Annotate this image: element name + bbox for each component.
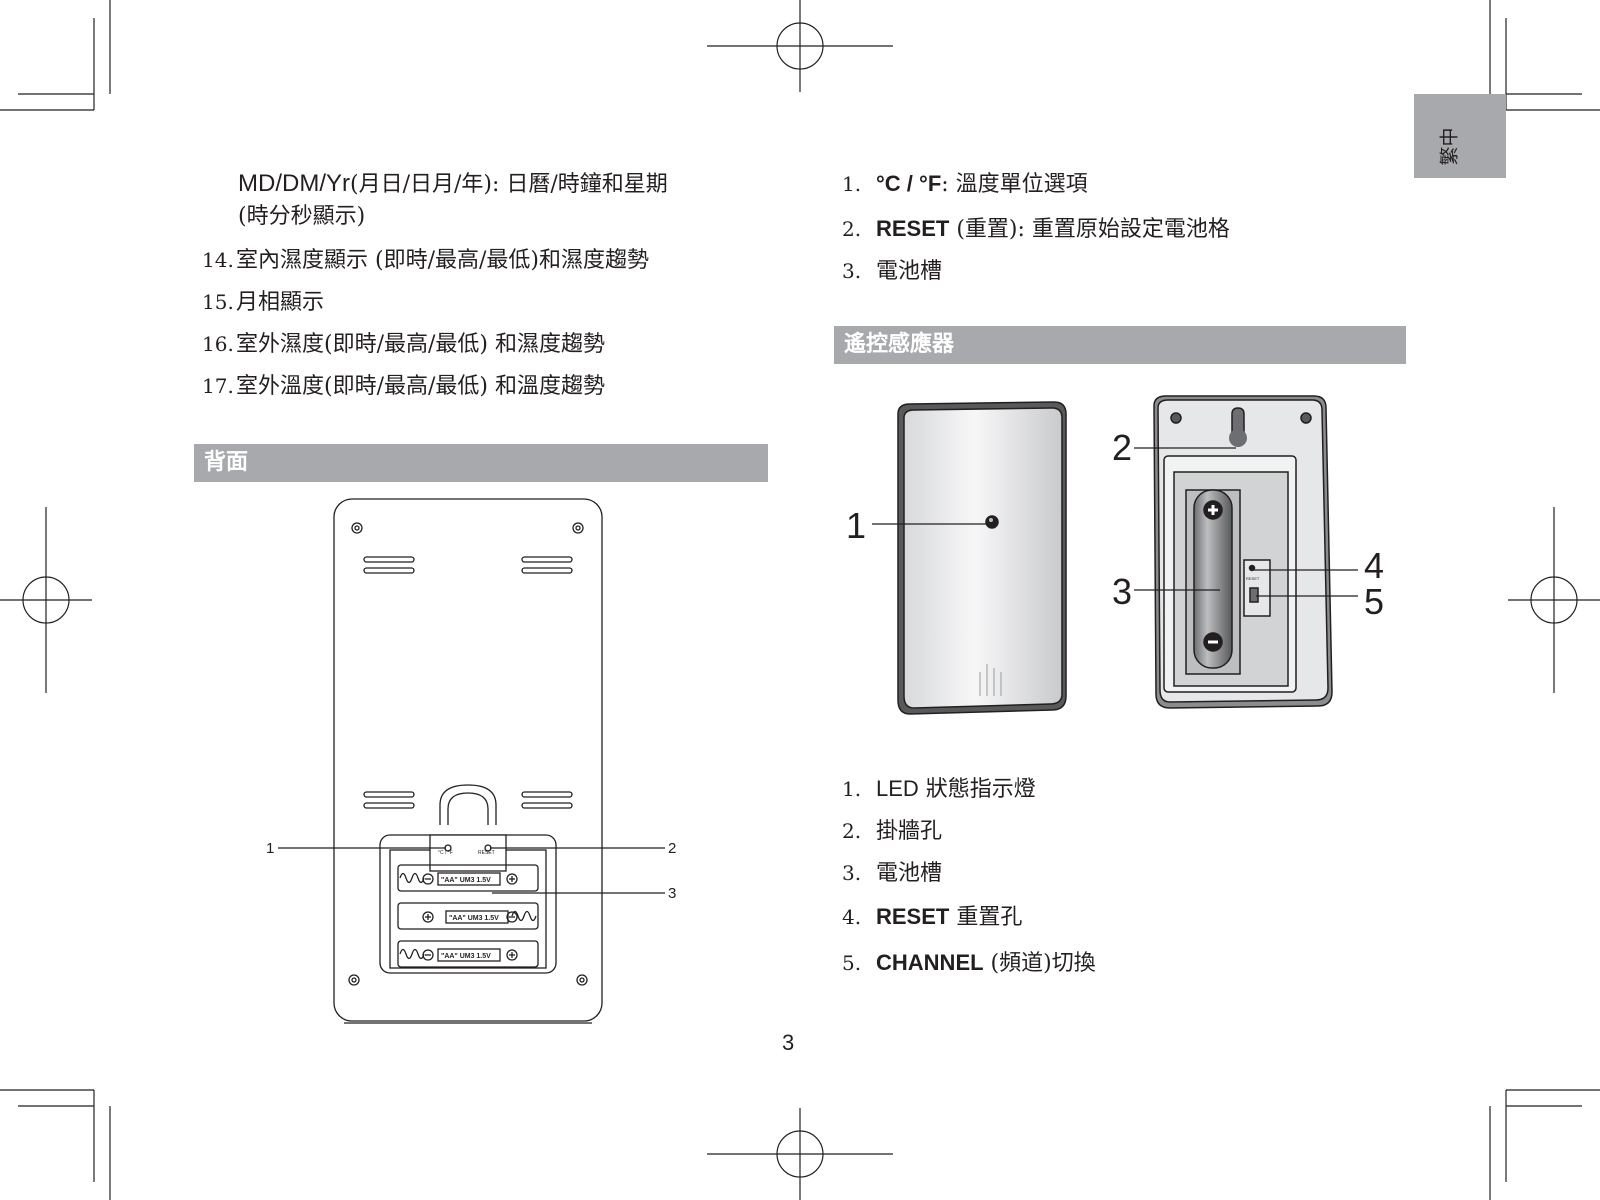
- section-header-remote-sensor: 遙控感應器: [834, 326, 1406, 364]
- main-unit-back-figure: °C / °F RESET "AA" UM3 1.5V "AA" UM3 1.5…: [266, 498, 676, 1024]
- item-bold: CHANNEL: [876, 950, 984, 975]
- list-item: 15.月相顯示: [202, 289, 324, 316]
- item-text: 掛牆孔: [876, 819, 943, 844]
- item-text: 室內濕度顯示 (即時/最高/最低)和濕度趨勢: [236, 248, 649, 273]
- screw-icon: [576, 974, 588, 986]
- sensor-back: [1153, 395, 1333, 709]
- item-number: 14.: [202, 248, 234, 272]
- list-item: 4. RESET 重置孔: [842, 904, 1022, 931]
- callout-2: 2: [668, 840, 676, 857]
- md-description: (月日/日月/年): 日曆/時鐘和星期: [350, 172, 668, 197]
- unit-outline: [333, 498, 603, 1022]
- item-number: 16.: [202, 332, 234, 356]
- item-number: 4.: [842, 905, 862, 929]
- battery-label: "AA" UM3 1.5V: [449, 915, 499, 922]
- callout-3: 3: [1112, 571, 1132, 612]
- page-number: 3: [782, 1030, 795, 1055]
- battery-label: "AA" UM3 1.5V: [441, 953, 491, 960]
- list-item: 1. LED 狀態指示燈: [842, 776, 1036, 803]
- callout-3: 3: [668, 885, 676, 902]
- md-dm-yr-line: MD/DM/Yr(月日/日月/年): 日曆/時鐘和星期: [238, 171, 668, 198]
- list-item: 2. 掛牆孔: [842, 818, 942, 845]
- plus-icon: [506, 873, 518, 885]
- item-number: 17.: [202, 374, 234, 398]
- item-number: 3.: [842, 861, 862, 885]
- item-text: 狀態指示燈: [918, 777, 1036, 802]
- language-tab-label: 繁中: [1438, 127, 1461, 166]
- list-item: 3. 電池槽: [842, 860, 942, 887]
- callout-4: 4: [1364, 545, 1384, 586]
- item-text: 電池槽: [876, 861, 943, 886]
- item-text: 室外濕度(即時/最高/最低) 和濕度趨勢: [236, 332, 605, 357]
- list-item: 2. RESET (重置): 重置原始設定電池格: [842, 216, 1230, 243]
- item-number: 2.: [842, 819, 862, 843]
- screw-icon: [351, 522, 363, 534]
- spring-icon: [399, 948, 425, 960]
- item-text: 電池槽: [876, 259, 943, 284]
- section-header-back: 背面: [194, 444, 768, 482]
- channel-switch-icon: [1249, 587, 1259, 603]
- md-label: MD: [238, 170, 276, 197]
- item-number: 2.: [842, 217, 862, 241]
- item-number: 3.: [842, 259, 862, 283]
- screw-icon: [572, 522, 584, 534]
- temp-unit-switch-label: °C / °F: [438, 850, 453, 856]
- item-text: : 溫度單位選項: [941, 172, 1088, 197]
- item-bold: LED: [876, 776, 919, 801]
- minus-icon: [422, 873, 434, 885]
- item-bold: °C / °F: [876, 171, 942, 196]
- remote-sensor-figure: 1 2 3 4 5 RESET: [846, 395, 1384, 715]
- item-text: 室外溫度(即時/最高/最低) 和溫度趨勢: [236, 374, 605, 399]
- list-item: 14.室內濕度顯示 (即時/最高/最低)和濕度趨勢: [202, 247, 649, 274]
- item-text: (頻道)切換: [983, 951, 1096, 976]
- item-text: 重置孔: [949, 905, 1023, 930]
- battery-icon: [1193, 489, 1233, 669]
- md-description-continued: (時分秒顯示): [238, 204, 366, 229]
- md-sep-1: /: [275, 170, 282, 197]
- item-text: (重置): 重置原始設定電池格: [949, 217, 1230, 242]
- item-number: 15.: [202, 290, 234, 314]
- list-item: 16.室外濕度(即時/最高/最低) 和濕度趨勢: [202, 331, 605, 358]
- callout-5: 5: [1364, 581, 1384, 622]
- item-bold: RESET: [876, 904, 950, 929]
- callout-2: 2: [1112, 427, 1132, 468]
- reset-hole-icon: [1248, 564, 1256, 572]
- minus-icon: [506, 911, 518, 923]
- item-number: 5.: [842, 951, 862, 975]
- item-text: 月相顯示: [236, 290, 325, 315]
- reset-switch-label: RESET: [478, 850, 495, 856]
- plus-icon: [422, 911, 434, 923]
- language-tab: 繁中: [1414, 94, 1506, 178]
- yr-label: Yr: [326, 170, 350, 197]
- reset-label: RESET: [1246, 576, 1260, 581]
- dm-label: DM: [282, 170, 320, 197]
- callout-1: 1: [266, 840, 274, 857]
- item-number: 1.: [842, 172, 862, 196]
- led-icon: [985, 515, 999, 529]
- callout-1: 1: [846, 505, 866, 546]
- plus-icon: [506, 949, 518, 961]
- battery-label: "AA" UM3 1.5V: [441, 877, 491, 884]
- list-item: 3. 電池槽: [842, 258, 942, 285]
- list-item: 1. °C / °F: 溫度單位選項: [842, 171, 1088, 198]
- item-number: 1.: [842, 777, 862, 801]
- list-item: 5. CHANNEL (頻道)切換: [842, 950, 1096, 977]
- spring-icon: [511, 910, 537, 922]
- minus-icon: [422, 949, 434, 961]
- md-sep-2: /: [319, 170, 326, 197]
- screw-icon: [348, 974, 360, 986]
- item-bold: RESET: [876, 216, 950, 241]
- list-item: 17.室外溫度(即時/最高/最低) 和溫度趨勢: [202, 373, 605, 400]
- spring-icon: [399, 872, 425, 884]
- sensor-front: [897, 401, 1067, 715]
